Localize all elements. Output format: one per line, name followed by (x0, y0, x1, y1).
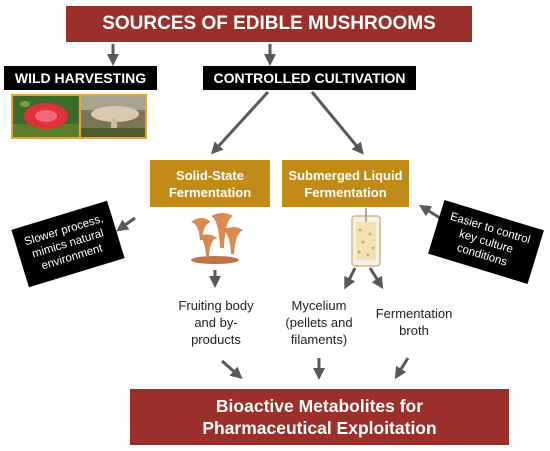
solid-state-line2: Fermentation (168, 184, 252, 200)
controlled-cultivation-box: CONTROLLED CULTIVATION (203, 66, 416, 90)
mycelium-line1: Mycelium (291, 298, 347, 313)
controlled-cultivation-text: CONTROLLED CULTIVATION (213, 70, 406, 86)
submerged-line1: Submerged Liquid (288, 167, 403, 183)
arrow-cultivation-to-solid (210, 90, 270, 155)
mycelium-line2: (pellets and (285, 315, 353, 330)
broth-label: Fermentation broth (370, 305, 458, 339)
fruiting-line2: and by- (194, 315, 238, 330)
submerged-fermentation-box: Submerged Liquid Fermentation (282, 160, 409, 207)
fruiting-body-label: Fruiting body and by- products (170, 297, 262, 348)
title-box: SOURCES OF EDIBLE MUSHROOMS (66, 6, 472, 42)
brown-mushroom-photo (81, 96, 145, 137)
red-mushroom-photo (13, 96, 79, 137)
title-text: SOURCES OF EDIBLE MUSHROOMS (102, 13, 436, 34)
wild-harvesting-text: WILD HARVESTING (14, 70, 147, 86)
arrow-callout-right (418, 204, 441, 220)
broth-line1: Fermentation (375, 306, 453, 321)
submerged-line2: Fermentation (304, 184, 387, 200)
arrow-to-mycelium (344, 267, 357, 290)
arrow-callout-left (116, 216, 136, 232)
wild-mushroom-photos (11, 94, 147, 139)
fruiting-line3: products (191, 332, 241, 347)
arrow-broth-to-bottom (394, 357, 410, 380)
wild-harvesting-box: WILD HARVESTING (4, 66, 157, 90)
mycelium-label: Mycelium (pellets and filaments) (276, 297, 362, 348)
mycelium-line3: filaments) (290, 332, 348, 347)
fruiting-bodies-illustration (191, 213, 243, 264)
arrow-to-broth (368, 267, 384, 290)
bottom-line2: Pharmaceutical Exploitation (202, 418, 437, 438)
solid-state-fermentation-box: Solid-State Fermentation (150, 160, 270, 207)
bioreactor-illustration (351, 208, 381, 267)
bottom-line1: Bioactive Metabolites for (215, 396, 424, 416)
arrow-fruiting-to-bottom (221, 359, 243, 379)
broth-line2: broth (399, 323, 429, 338)
arrow-cultivation-to-submerged (310, 91, 364, 155)
fruiting-line1: Fruiting body (178, 298, 254, 313)
bioactive-metabolites-box: Bioactive Metabolites for Pharmaceutical… (130, 389, 509, 445)
solid-state-line1: Solid-State (176, 167, 244, 183)
